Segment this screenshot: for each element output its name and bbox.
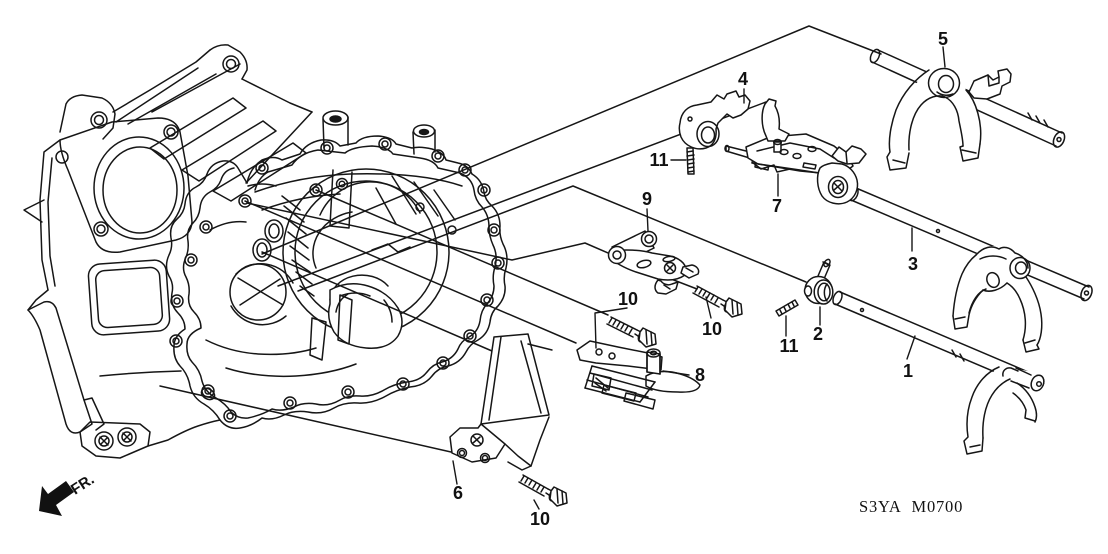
svg-text:7: 7 [772,196,782,216]
svg-text:8: 8 [695,365,705,385]
svg-text:2: 2 [813,324,823,344]
svg-text:11: 11 [779,336,798,356]
svg-text:11: 11 [649,150,668,170]
svg-text:9: 9 [642,189,652,209]
svg-text:4: 4 [738,69,748,89]
svg-text:5: 5 [938,29,948,49]
svg-text:1: 1 [903,361,913,381]
svg-text:10: 10 [618,289,638,309]
svg-text:3: 3 [908,254,918,274]
svg-text:10: 10 [530,509,550,529]
svg-text:10: 10 [702,319,722,339]
svg-text:FR.: FR. [68,471,98,498]
svg-text:6: 6 [453,483,463,503]
svg-text:S3YA M0700: S3YA M0700 [859,497,963,516]
